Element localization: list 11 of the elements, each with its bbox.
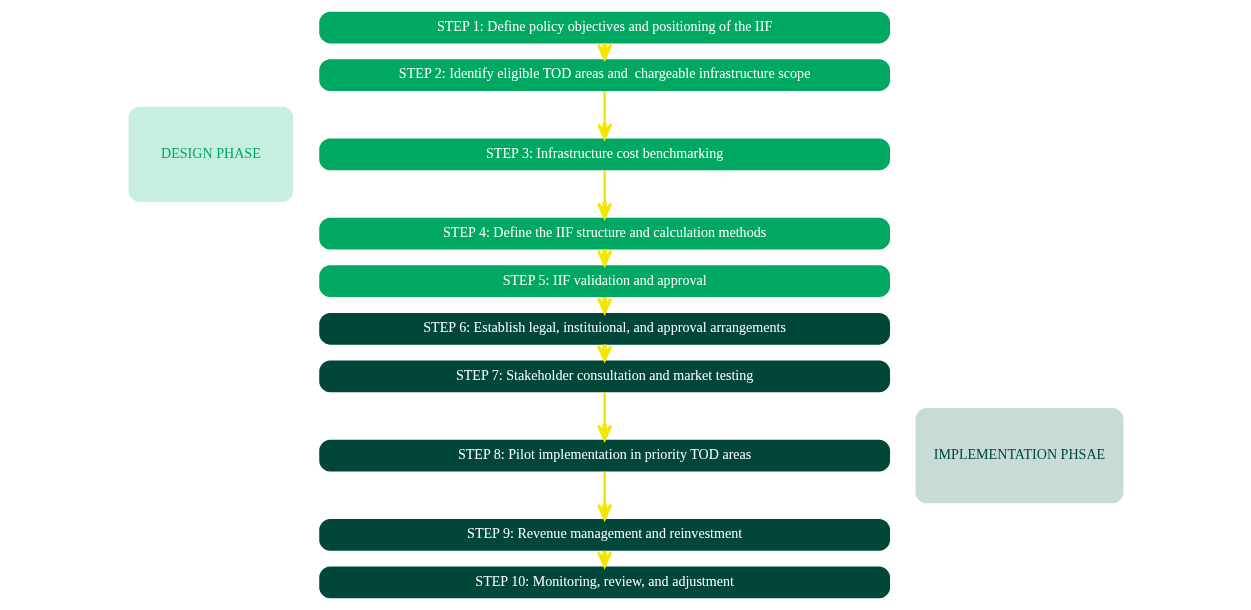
arrow (596, 392, 612, 442)
node-box: STEP 7: Stakeholder consultation and market testing (318, 360, 890, 393)
node-box: IMPLEMENTATION PHSAE (915, 408, 1123, 504)
node-box: STEP 8: Pilot implementation in priority TOD areas (318, 439, 890, 472)
node-box: STEP 10: Monitoring, review, and adjustment (318, 566, 890, 599)
arrow (596, 471, 612, 521)
node-box: STEP 2: Identify eligible TOD areas and chargeable infrastructure scope (318, 59, 890, 91)
node-box: STEP 3: Infrastructure cost benchmarking (318, 138, 890, 171)
node-box: DESIGN PHASE (128, 106, 293, 202)
arrow (596, 170, 612, 220)
arrow (596, 91, 612, 140)
